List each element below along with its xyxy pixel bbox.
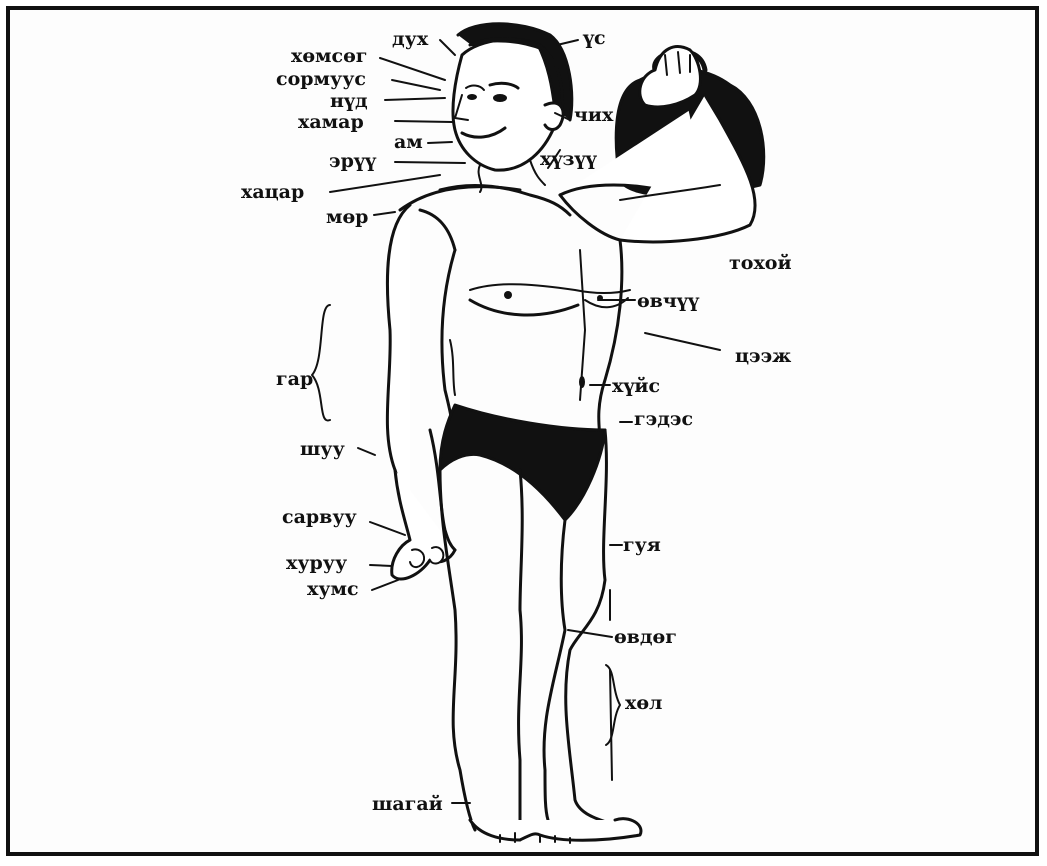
label-shuu: шуу [300,440,345,459]
label-khuruu: хуруу [286,554,347,573]
label-tokhoi: тохой [729,254,792,273]
label-tseej: цээж [735,347,791,366]
label-eruu: эрүү [329,152,376,171]
label-shagai: шагай [372,795,443,814]
label-khums: хумс [307,580,359,599]
label-gar: гар [276,370,313,389]
label-khol: хөл [625,694,662,713]
label-khatsar: хацар [241,183,304,202]
label-sormuus: сормуус [276,70,366,89]
label-chikh: чих [574,106,613,125]
label-us: үс [583,29,606,48]
label-khuzuu: хүзүү [540,150,597,169]
label-gedes: гэдэс [634,410,693,429]
torso [387,185,630,540]
label-ovchuu: өвчүү [637,292,699,311]
label-nud: нүд [330,92,368,111]
braces [312,305,620,745]
label-khuis: хүйс [612,377,660,396]
label-am: ам [394,133,423,152]
raised-arm [560,47,755,242]
label-ovdog: өвдөг [614,628,677,647]
label-mor: мөр [326,208,368,227]
label-guya: гуя [623,536,661,555]
label-khomsog: хөмсөг [291,47,367,66]
label-sarvuu: сарвуу [282,508,357,527]
label-khamar: хамар [298,113,364,132]
label-dukh: дух [392,30,428,49]
